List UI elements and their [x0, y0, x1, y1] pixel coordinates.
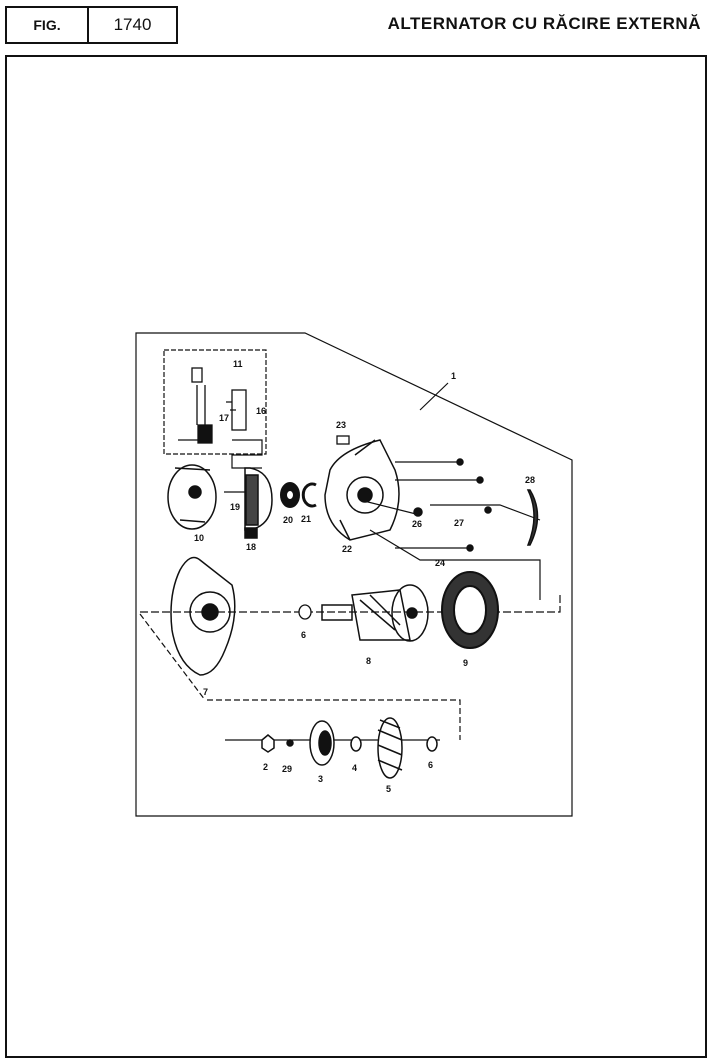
- rectifier-28: [526, 489, 539, 546]
- part-number-10: 10: [194, 533, 204, 543]
- part-number-22: 22: [342, 544, 352, 554]
- fig-number: 1740: [113, 15, 152, 34]
- brush-holder-18: [244, 467, 273, 539]
- nut-2: [261, 734, 275, 753]
- drawing-frame: [5, 55, 707, 1058]
- part-number-6: 6: [301, 630, 306, 640]
- part-number-4: 4: [352, 763, 357, 773]
- part-number-24: 24: [435, 558, 445, 568]
- part-number-26: 26: [412, 519, 422, 529]
- regulator-inset-box: [163, 349, 267, 455]
- bearing-20: [280, 482, 300, 508]
- stator-9: [441, 571, 499, 649]
- lower-hardware: [261, 717, 438, 779]
- part-number-3: 3: [318, 774, 323, 784]
- part-number-1: 1: [451, 371, 456, 381]
- pulley-3: [309, 720, 335, 766]
- part-number-8: 8: [366, 656, 371, 666]
- part-number-28: 28: [525, 475, 535, 485]
- fig-label: FIG.: [7, 8, 89, 42]
- part-number-21: 21: [301, 514, 311, 524]
- drive-end-housing-7: [170, 556, 236, 676]
- part-number-17: 17: [219, 413, 229, 423]
- part-number-11: 11: [233, 359, 243, 369]
- part-number-6b: 6: [428, 760, 433, 770]
- washer-29: [286, 739, 294, 747]
- part-number-29: 29: [282, 764, 292, 774]
- part-number-7: 7: [203, 687, 208, 697]
- part-number-27: 27: [454, 518, 464, 528]
- through-bolts: [413, 458, 492, 552]
- page-title: ALTERNATOR CU RĂCIRE EXTERNĂ: [387, 14, 701, 33]
- rotor-8: [321, 584, 429, 642]
- part-number-16: 16: [256, 406, 266, 416]
- leader-1: [419, 382, 449, 411]
- part-number-23: 23: [336, 420, 346, 430]
- end-housing-22: [324, 439, 400, 541]
- part-number-18: 18: [246, 542, 256, 552]
- part-number-20: 20: [283, 515, 293, 525]
- stator-plate-10: [167, 464, 217, 530]
- spacer-6: [298, 604, 312, 620]
- spacer-6b: [426, 736, 438, 752]
- assembly-boundary: [135, 332, 573, 817]
- fan-5: [377, 717, 403, 779]
- figure-label-box: FIG. 1740: [5, 6, 178, 44]
- part-number-5: 5: [386, 784, 391, 794]
- part-number-19: 19: [230, 502, 240, 512]
- regulator-parts: [178, 367, 247, 444]
- bolt-23: [336, 435, 350, 445]
- lower-group-line: [139, 613, 461, 740]
- part-number-9: 9: [463, 658, 468, 668]
- part-number-2: 2: [263, 762, 268, 772]
- spacer-4: [350, 736, 362, 752]
- ring-21: [301, 482, 317, 508]
